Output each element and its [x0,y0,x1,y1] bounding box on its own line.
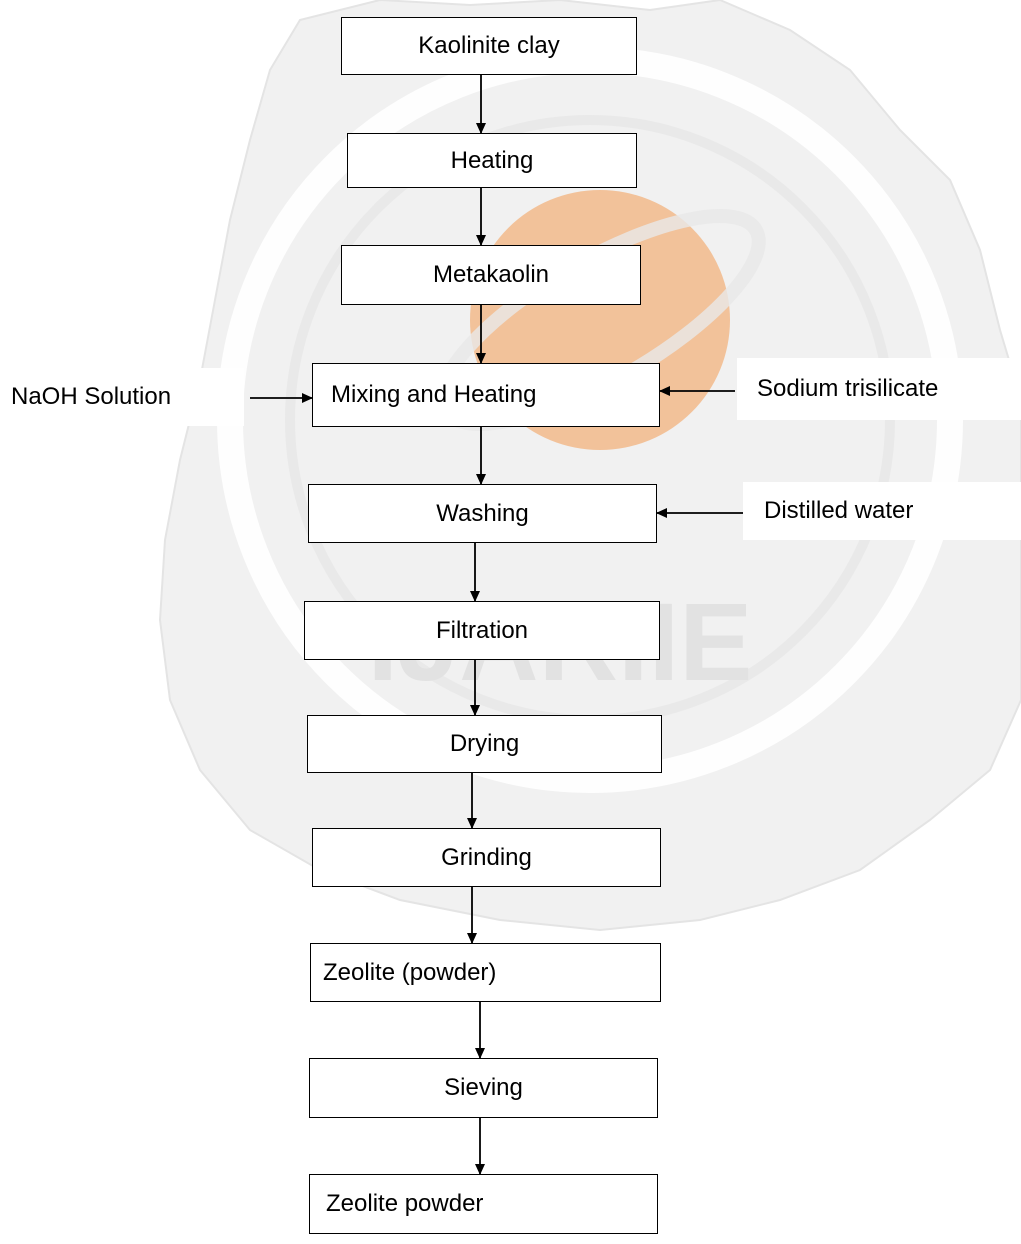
step-metakaolin: Metakaolin [341,245,641,305]
step-kaolinite-clay: Kaolinite clay [341,17,637,75]
step-zeolite-powder-paren: Zeolite (powder) [310,943,661,1002]
step-washing: Washing [308,484,657,543]
step-mixing-and-heating: Mixing and Heating [312,363,660,427]
input-naoh-solution: NaOH Solution [0,368,244,426]
step-filtration: Filtration [304,601,660,660]
step-heating: Heating [347,133,637,188]
step-drying: Drying [307,715,662,773]
input-distilled-water: Distilled water [743,482,1021,540]
step-zeolite-powder: Zeolite powder [309,1174,658,1234]
step-sieving: Sieving [309,1058,658,1118]
input-sodium-trisilicate: Sodium trisilicate [737,358,1021,420]
step-grinding: Grinding [312,828,661,887]
